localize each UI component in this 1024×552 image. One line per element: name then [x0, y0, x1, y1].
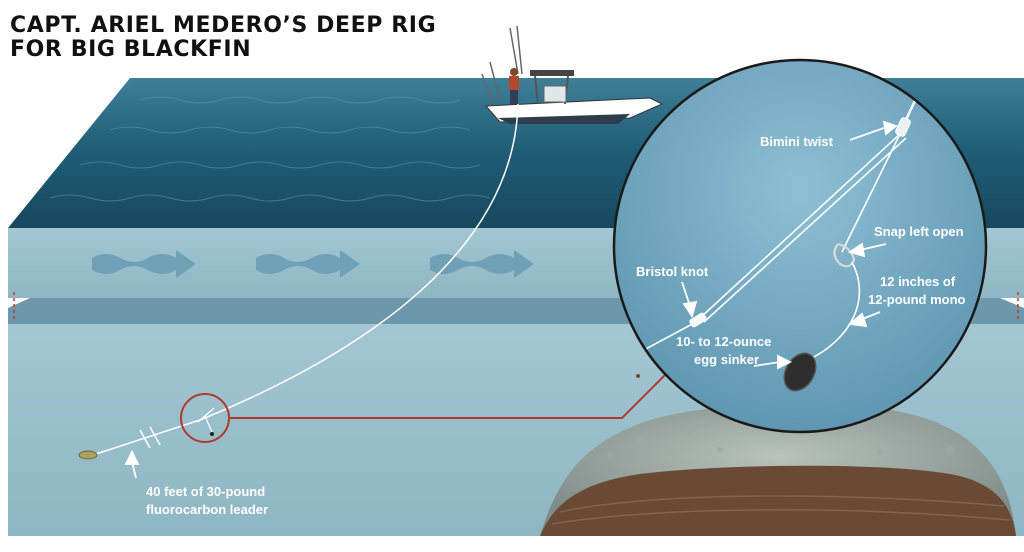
rig-detail-small: [197, 407, 215, 436]
inset-arrows: [681, 120, 898, 370]
callout-connector: [229, 371, 669, 419]
label-snap-left-open: Snap left open: [874, 224, 964, 239]
current-arrows: [92, 250, 534, 278]
label-mono-line-1: 12 inches of: [880, 274, 956, 289]
leader-break-marks: [139, 426, 161, 449]
angler-body: [509, 76, 519, 90]
title-line-2: FOR BIG BLACKFIN: [10, 37, 252, 62]
label-sinker-line-2: egg sinker: [694, 352, 759, 367]
inset-magnifier: Bimini twist Snap left open Bristol knot…: [612, 58, 988, 434]
label-leader-line-1: 40 feet of 30-pound: [146, 484, 265, 499]
egg-sinker: [783, 352, 817, 392]
reef-crab: [636, 374, 640, 378]
reef-mound: [540, 403, 1016, 536]
main-fishing-line: [199, 103, 519, 421]
label-bimini-twist: Bimini twist: [760, 134, 834, 149]
title-line-1: CAPT. ARIEL MEDERO’S DEEP RIG: [10, 13, 437, 38]
label-sinker-line-1: 10- to 12-ounce: [676, 334, 771, 349]
leader-arrow: [124, 449, 140, 479]
label-bristol-knot: Bristol knot: [636, 264, 709, 279]
wave-texture: [49, 96, 491, 202]
bait-fish: [78, 450, 98, 460]
diagram-title: CAPT. ARIEL MEDERO’S DEEP RIG FOR BIG BL…: [10, 14, 436, 62]
angler-head: [510, 68, 518, 76]
label-mono-line-2: 12-pound mono: [868, 292, 966, 307]
label-leader-line-2: fluorocarbon leader: [146, 502, 268, 517]
boat: [481, 25, 664, 124]
